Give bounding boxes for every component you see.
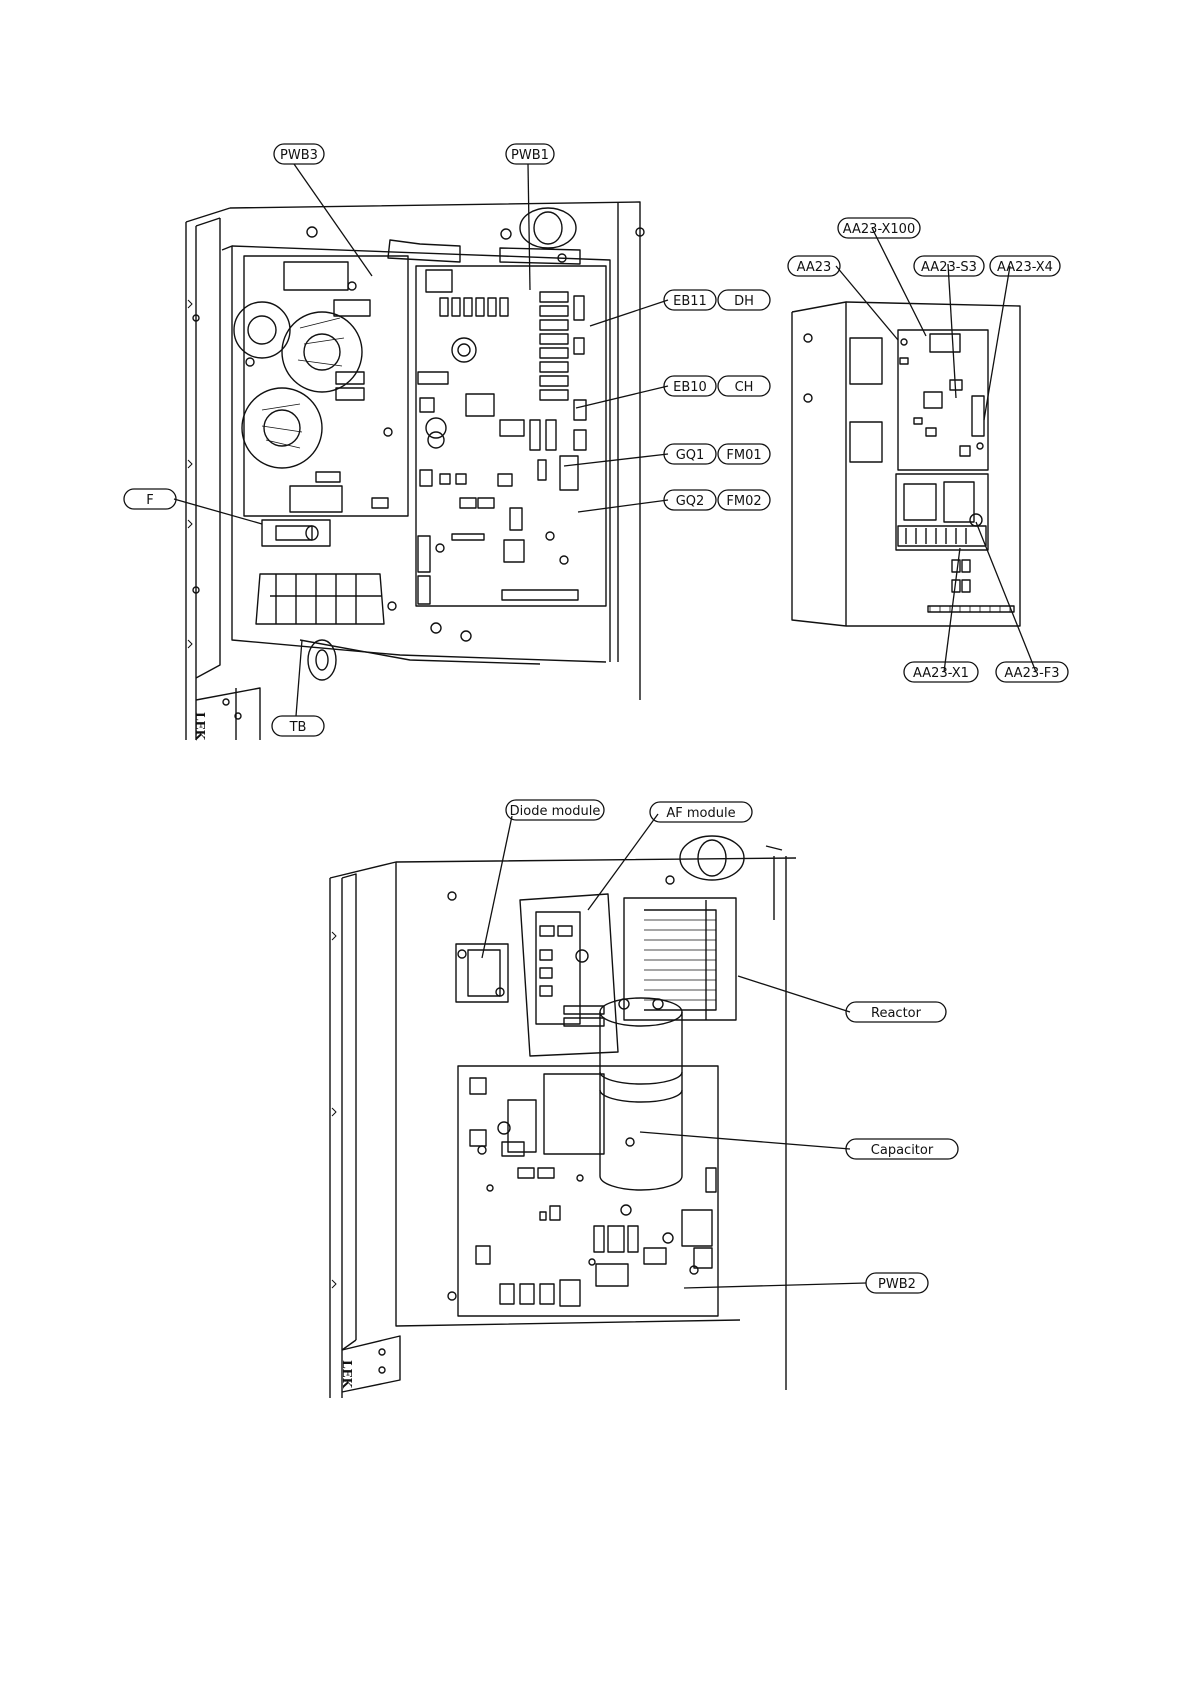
label-tb: TB (289, 720, 307, 735)
label-f: F (146, 493, 153, 508)
label-pwb1: PWB1 (511, 148, 549, 163)
label-reactor: Reactor (871, 1006, 922, 1021)
label-aa23-x100: AA23-X100 (843, 222, 915, 237)
label-fm01: FM01 (726, 448, 761, 463)
label-aa23-x4: AA23-X4 (997, 260, 1053, 275)
label-aa23: AA23 (797, 260, 832, 275)
label-af-module: AF module (666, 806, 735, 821)
label-eb11: EB11 (673, 294, 707, 309)
label-pwb3: PWB3 (280, 148, 318, 163)
cabinet-top-left (186, 202, 644, 740)
brand-lek-top: LEK (193, 712, 207, 741)
label-eb10: EB10 (673, 380, 707, 395)
label-dh: DH (734, 294, 754, 309)
label-fm02: FM02 (726, 494, 761, 509)
label-ch: CH (735, 380, 754, 395)
cabinet-bottom (330, 836, 796, 1398)
label-pwb2: PWB2 (878, 1277, 916, 1292)
label-diode-module: Diode module (510, 804, 601, 819)
label-aa23-x1: AA23-X1 (913, 666, 969, 681)
label-aa23-s3: AA23-S3 (921, 260, 977, 275)
cabinet-top-right (792, 302, 1020, 626)
brand-lek-bottom: LEK (340, 1360, 354, 1389)
label-gq1: GQ1 (676, 448, 705, 463)
label-capacitor: Capacitor (871, 1143, 934, 1158)
label-texts: PWB3 PWB1 EB11 DH EB10 CH GQ1 FM01 GQ2 F… (146, 148, 1059, 1292)
label-gq2: GQ2 (676, 494, 705, 509)
label-aa23-f3: AA23-F3 (1004, 666, 1059, 681)
